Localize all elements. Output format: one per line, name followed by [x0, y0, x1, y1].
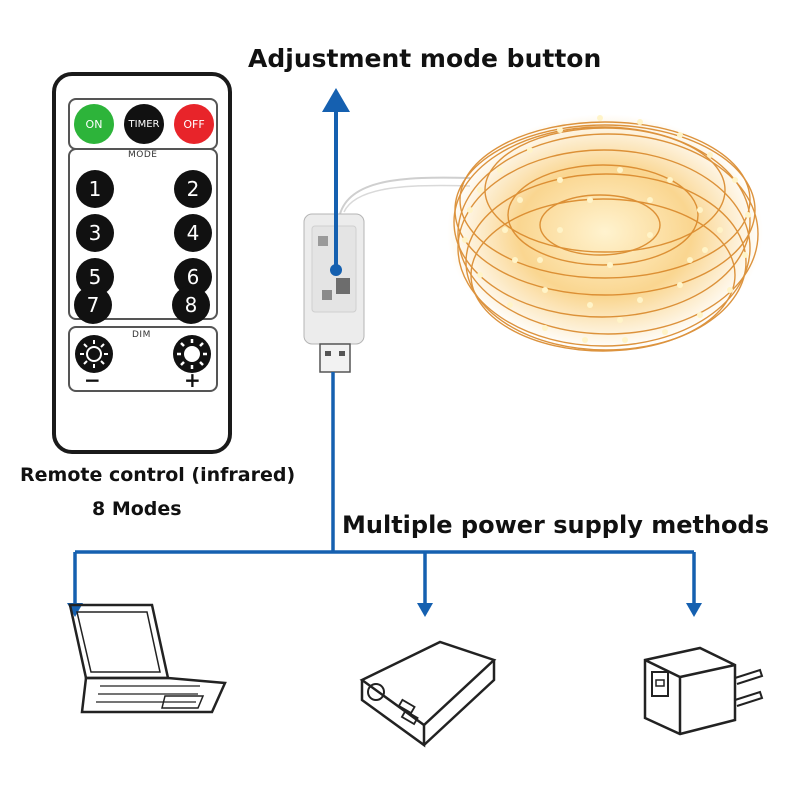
modes-count-label: 8 Modes	[92, 498, 182, 520]
dim-plus-sign: +	[184, 368, 201, 392]
power-supply-label: Multiple power supply methods	[342, 511, 769, 539]
adjustment-mode-label: Adjustment mode button	[248, 44, 602, 73]
dim-down-sun-icon	[75, 335, 113, 373]
mode-8-button: 8	[172, 286, 210, 324]
remote-mode-section: MODE 1 2 3 4 5 6	[68, 148, 218, 320]
dim-up-sun-icon	[173, 335, 211, 373]
dim-minus-sign: −	[84, 368, 101, 392]
mode-2-button: 2	[174, 170, 212, 208]
remote-control-label: Remote control (infrared)	[20, 464, 296, 486]
power-bank-icon	[359, 640, 497, 748]
remote-dim-section: DIM −	[68, 326, 218, 392]
on-button: ON	[74, 104, 114, 144]
mode-7-button: 7	[74, 286, 112, 324]
remote-control: ON TIMER OFF MODE 1 2 3 4 5 6 7 8 DIM	[52, 72, 232, 454]
timer-button: TIMER	[124, 104, 164, 144]
mode-4-button: 4	[174, 214, 212, 252]
light-string-icon	[447, 114, 763, 352]
laptop-icon	[68, 603, 227, 714]
wall-adapter-icon	[643, 646, 764, 736]
wire	[339, 176, 471, 215]
off-button: OFF	[174, 104, 214, 144]
remote-power-section: ON TIMER OFF	[68, 98, 218, 150]
usb-controller-icon	[303, 213, 365, 373]
mode-1-button: 1	[76, 170, 114, 208]
mode-caption: MODE	[128, 150, 158, 160]
up-arrow-icon	[322, 88, 350, 112]
mode-3-button: 3	[76, 214, 114, 252]
dim-caption: DIM	[132, 330, 151, 340]
